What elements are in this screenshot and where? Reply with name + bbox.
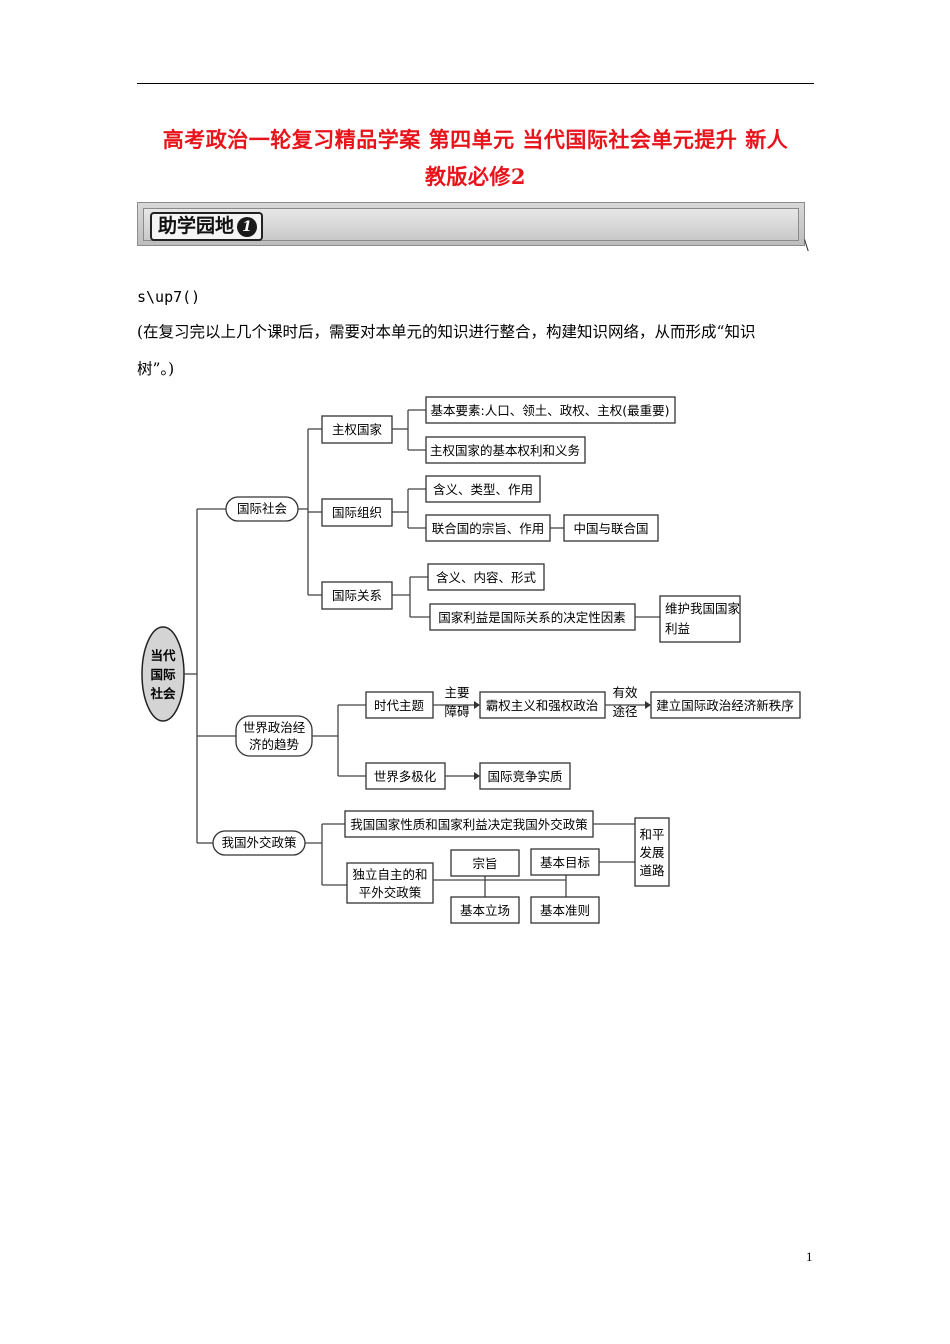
node-basic-goal-label: 基本目标 bbox=[540, 855, 590, 870]
node-safeguard-interest-line-2: 利益 bbox=[665, 621, 690, 636]
node-safeguard-interest bbox=[659, 595, 741, 643]
node-international-relations-label: 国际关系 bbox=[332, 588, 382, 603]
section-banner-inner: 助学园地 1 bbox=[143, 208, 799, 241]
node-theme-of-times-label: 时代主题 bbox=[374, 698, 425, 713]
document-title-line-1: 高考政治一轮复习精品学案 第四单元 当代国际社会单元提升 新人 bbox=[162, 127, 789, 152]
node-org-meaning-types bbox=[425, 475, 541, 503]
node-independent-policy-line-1: 独立自主的和 bbox=[352, 867, 427, 882]
node-un-purpose bbox=[425, 514, 551, 542]
section-banner: 助学园地 1 bbox=[137, 202, 805, 246]
node-international-organization-label: 国际组织 bbox=[332, 505, 382, 520]
label-effective-way-1: 有效 bbox=[612, 685, 638, 700]
node-purpose-label: 宗旨 bbox=[472, 856, 497, 871]
label-main-obstacle-1: 主要 bbox=[444, 685, 469, 700]
node-decides-policy bbox=[344, 810, 594, 838]
branch-world-trends-line-2: 济的趋势 bbox=[249, 737, 300, 752]
node-hegemonism bbox=[479, 691, 606, 719]
node-independent-policy-line-2: 平外交政策 bbox=[359, 885, 422, 900]
node-peaceful-development bbox=[634, 817, 670, 887]
node-theme-of-times bbox=[365, 691, 434, 719]
node-independent-policy bbox=[346, 862, 434, 904]
node-international-relations bbox=[321, 581, 393, 610]
label-main-obstacle-2: 障碍 bbox=[444, 704, 469, 719]
node-new-order-label: 建立国际政治经济新秩序 bbox=[656, 698, 794, 713]
root-line-3: 社会 bbox=[149, 686, 176, 701]
label-effective-way-2: 途径 bbox=[612, 704, 637, 719]
node-competition-essence bbox=[479, 762, 571, 790]
node-basic-elements bbox=[425, 396, 676, 424]
node-rel-meaning-content-label: 含义、内容、形式 bbox=[436, 570, 537, 585]
branch-international-society-label: 国际社会 bbox=[237, 501, 288, 516]
node-decides-policy-label: 我国国家性质和国家利益决定我国外交政策 bbox=[350, 817, 588, 832]
node-org-meaning-types-label: 含义、类型、作用 bbox=[433, 482, 533, 497]
node-peaceful-development-line-2: 发展 bbox=[639, 845, 664, 860]
document-title-line-2: 教版必修2 bbox=[424, 164, 527, 189]
page-number: 1 bbox=[806, 1249, 813, 1264]
node-china-un bbox=[563, 514, 659, 542]
node-basic-principle bbox=[530, 896, 600, 924]
section-banner-label: 助学园地 1 bbox=[150, 212, 264, 241]
node-multipolarity-label: 世界多极化 bbox=[374, 769, 437, 784]
node-sovereign-state-label: 主权国家 bbox=[332, 422, 383, 437]
node-rel-meaning-content bbox=[427, 563, 545, 591]
node-rights-duties bbox=[425, 436, 586, 464]
node-hegemonism-label: 霸权主义和强权政治 bbox=[486, 698, 599, 713]
field-code-text: s\up7() bbox=[137, 288, 201, 306]
node-basic-stance-label: 基本立场 bbox=[460, 903, 510, 918]
node-national-interest bbox=[429, 603, 636, 631]
node-competition-essence-label: 国际竞争实质 bbox=[487, 769, 562, 784]
section-banner-text: 助学园地 bbox=[158, 215, 235, 237]
node-basic-elements-label: 基本要素:人口、领土、政权、主权(最重要) bbox=[431, 403, 670, 418]
node-peaceful-development-line-1: 和平 bbox=[639, 827, 664, 842]
node-new-order bbox=[650, 691, 801, 719]
node-safeguard-interest-line-1: 维护我国国家 bbox=[665, 601, 741, 616]
node-national-interest-label: 国家利益是国际关系的决定性因素 bbox=[438, 610, 626, 625]
intro-paragraph-line-1: (在复习完以上几个课时后，需要对本单元的知识进行整合，构建知识网络，从而形成“知… bbox=[137, 323, 756, 341]
node-sovereign-state bbox=[321, 415, 393, 444]
top-rule bbox=[137, 83, 814, 84]
node-basic-stance bbox=[450, 896, 520, 924]
node-purpose bbox=[450, 849, 520, 877]
section-number-badge: 1 bbox=[237, 216, 258, 237]
stray-backslash: \ bbox=[804, 238, 809, 254]
branch-world-trends-line-1: 世界政治经 bbox=[243, 720, 306, 735]
intro-paragraph-line-2: 树”。) bbox=[137, 360, 175, 378]
node-basic-principle-label: 基本准则 bbox=[540, 903, 590, 918]
root-line-1: 当代 bbox=[150, 648, 176, 663]
root-line-2: 国际 bbox=[150, 667, 176, 682]
node-un-purpose-label: 联合国的宗旨、作用 bbox=[432, 521, 545, 536]
node-china-un-label: 中国与联合国 bbox=[573, 521, 648, 536]
node-peaceful-development-line-3: 道路 bbox=[639, 863, 665, 878]
node-rights-duties-label: 主权国家的基本权利和义务 bbox=[430, 443, 580, 458]
branch-foreign-policy-label: 我国外交政策 bbox=[221, 835, 297, 850]
